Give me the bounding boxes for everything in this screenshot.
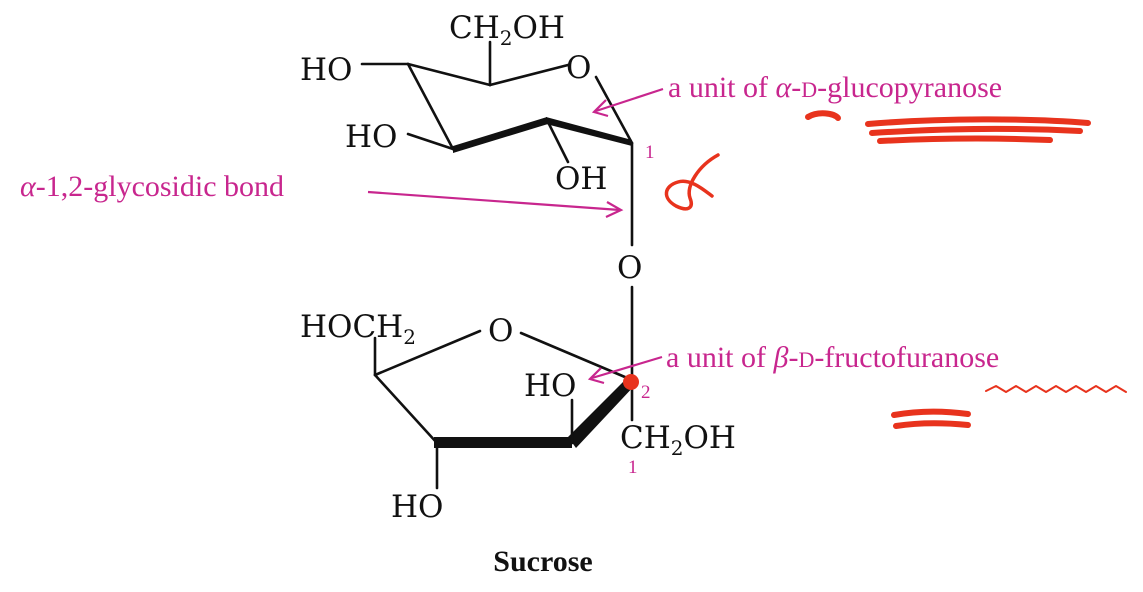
bond-c5-c4 <box>373 373 439 445</box>
ring-oxygen-label-top: O <box>566 50 591 86</box>
bond-ring-o-c1 <box>594 75 634 145</box>
bond-c2-oh <box>545 118 570 164</box>
glycosidic-bond-arrow <box>367 190 621 212</box>
carbon-number-fructose-c1: 1 <box>628 457 638 478</box>
ch2oh-label-bottom: CH2OH <box>620 420 736 460</box>
ho-label-c4: HO <box>300 52 352 88</box>
bond-c5-c4 <box>406 62 492 87</box>
oh-label-c2: OH <box>555 161 607 197</box>
bond-c3-ho <box>406 132 455 151</box>
red-underline-glucopyranose <box>865 116 1091 144</box>
ring-oxygen-label-bottom: O <box>488 313 513 349</box>
ch2oh-label-top: CH2OH <box>449 10 565 50</box>
glycosidic-bond-annotation: α-1,2-glycosidic bond <box>20 170 284 203</box>
ho-label-c3-fructose: HO <box>524 368 576 404</box>
diagram-title: Sucrose <box>493 545 592 578</box>
bond-c5-ring-o <box>488 63 570 87</box>
carbon-number-fructose-c2: 2 <box>641 382 651 403</box>
glucopyranose-ring <box>360 40 634 247</box>
red-underline-alpha <box>805 110 841 121</box>
bond-c3-c2-bold <box>568 377 636 448</box>
glucopyranose-arrow <box>595 87 664 113</box>
carbon-number-glucose-c1: 1 <box>645 142 655 163</box>
bond-c5-ring-o <box>373 329 482 377</box>
red-marks-below-fructose <box>891 408 971 429</box>
red-dot-c2 <box>623 374 639 390</box>
glucopyranose-arrowhead <box>591 99 609 118</box>
red-wavy-underline-fructofuranose <box>985 385 1127 393</box>
ho-label-c3: HO <box>345 119 397 155</box>
glycosidic-bond-arrowhead <box>605 201 624 218</box>
fructofuranose-annotation: a unit of β-D-fructofuranose <box>666 341 999 374</box>
fructofuranose-arrow <box>591 355 663 380</box>
red-curly-mark <box>664 153 720 211</box>
bond-c3-c2-bold <box>453 117 548 153</box>
bond-c2-c1-bold <box>546 117 632 146</box>
ho-label-c4-fructose: HO <box>391 489 443 525</box>
fructofuranose-ring <box>373 285 636 490</box>
glucopyranose-annotation: a unit of α-D-glucopyranose <box>668 71 1002 104</box>
bond-c4-c3 <box>406 62 455 151</box>
fructofuranose-arrowhead <box>587 367 605 385</box>
hoch2-label: HOCH2 <box>300 309 416 349</box>
bond-c4-c3-bold <box>434 437 572 448</box>
bridge-oxygen-label: O <box>617 250 642 286</box>
